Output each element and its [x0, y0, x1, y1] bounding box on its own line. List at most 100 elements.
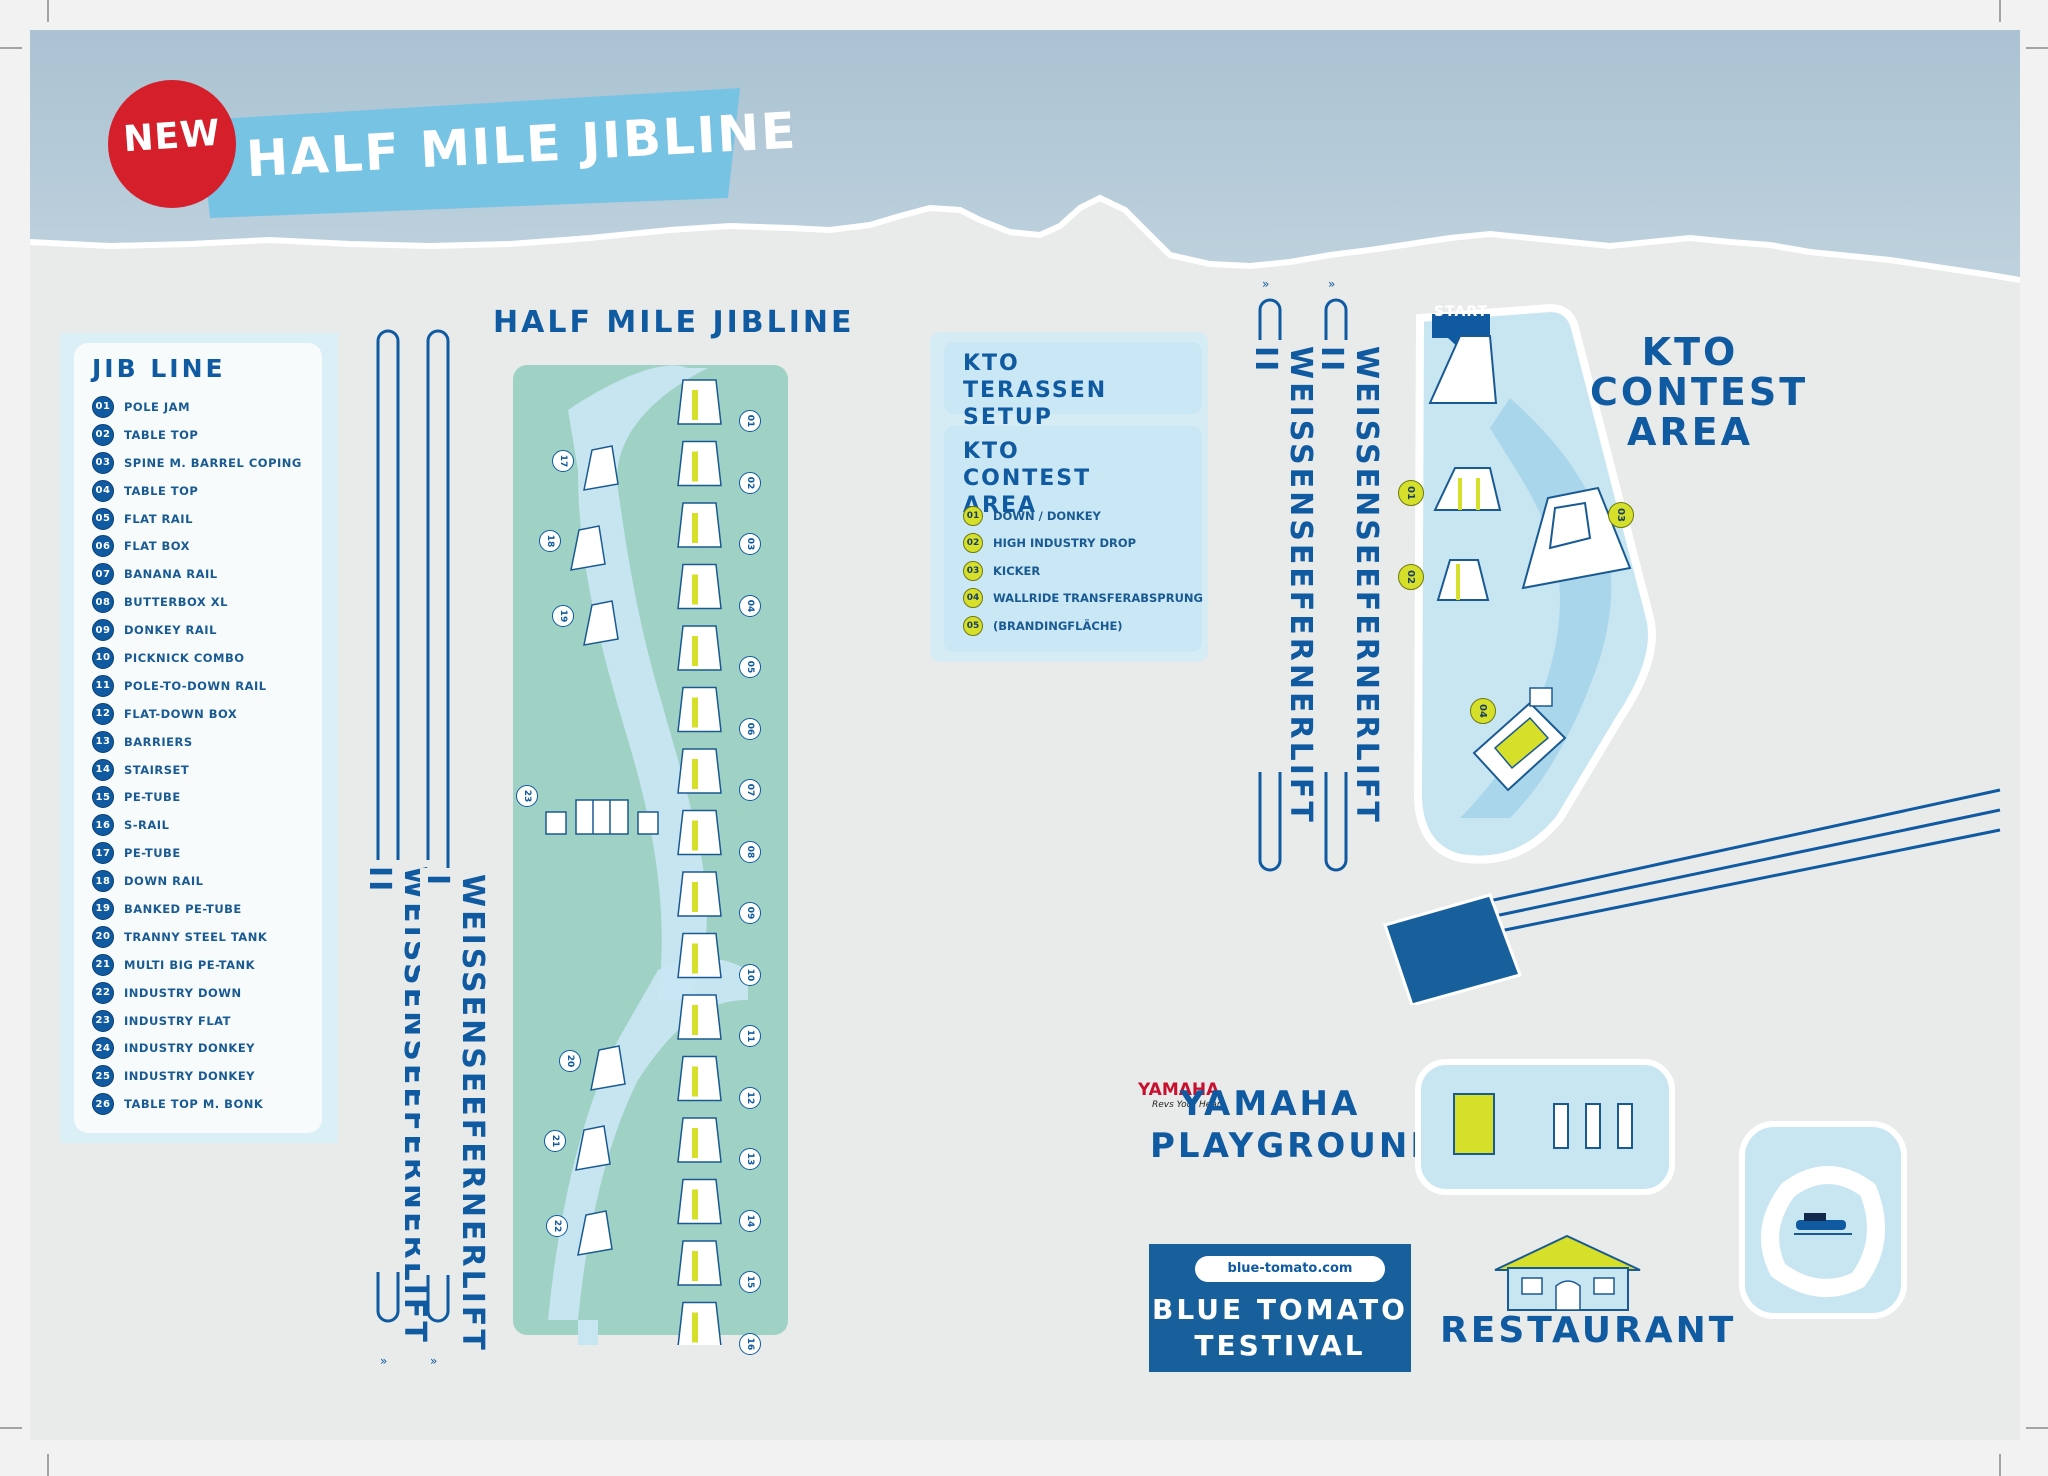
jib-feature-rail [692, 390, 698, 420]
jibline-item-label: POLE-TO-DOWN RAIL [124, 678, 267, 693]
jibline-number-badge: 06 [92, 535, 114, 558]
jibline-number-badge: 03 [92, 451, 114, 474]
jibline-course [513, 365, 788, 1345]
jib-feature [677, 379, 722, 425]
stage-feature [545, 799, 659, 835]
jibline-item-label: FLAT-DOWN BOX [124, 706, 238, 721]
jib-feature [570, 525, 606, 571]
jib-feature-rail [692, 1005, 698, 1035]
jib-feature-rail [692, 451, 698, 482]
lift-lines-left: » » [376, 329, 450, 1368]
jib-feature-rail [692, 820, 698, 851]
jibline-legend-item: 08 BUTTERBOX XL [92, 588, 302, 616]
jib-feature [583, 600, 619, 646]
kto-contest-item: 05(BRANDINGFLÄCHE) [963, 612, 1203, 640]
new-badge [108, 80, 236, 208]
jib-feature [677, 625, 722, 671]
jibline-legend-title: JIB LINE [92, 354, 226, 383]
blue-tomato-url: blue-tomato.com [1195, 1256, 1385, 1282]
kto-label-line3: AREA [1626, 410, 1754, 454]
jibline-item-label: DONKEY RAIL [124, 623, 217, 638]
banner-tape [200, 88, 740, 218]
kto-contest-area-label: KTO CONTEST AREA [1590, 332, 1809, 454]
lift-label-right-b: WEISSENSEEFERNERLIFT II [1314, 340, 1384, 825]
kto-item-label: HIGH INDUSTRY DROP [993, 536, 1137, 551]
jib-feature [677, 1240, 722, 1286]
jib-feature-rail [692, 1066, 698, 1097]
jib-feature-rail [692, 636, 698, 666]
kto-item-label: KICKER [993, 563, 1041, 578]
jibline-item-label: PICKNICK COMBO [124, 650, 245, 665]
kto-item-badge: 01 [963, 505, 983, 526]
jib-feature [677, 502, 722, 548]
kto-item-badge: 02 [963, 533, 983, 554]
jibline-number-badge: 25 [92, 1065, 114, 1088]
jib-feature [677, 1178, 722, 1225]
kto-item-label: (BRANDINGFLÄCHE) [993, 618, 1123, 633]
jibline-number-badge: 23 [92, 1009, 114, 1032]
jibline-number-badge: 22 [92, 981, 114, 1004]
jibline-item-label: INDUSTRY DONKEY [124, 1041, 256, 1056]
jibline-item-label: STAIRSET [124, 762, 190, 777]
jibline-item-label: BUTTERBOX XL [124, 595, 228, 610]
svg-text:»: » [1262, 277, 1269, 291]
jibline-legend-item: 22 INDUSTRY DOWN [92, 979, 302, 1007]
jibline-item-label: INDUSTRY DOWN [124, 985, 242, 1000]
kto-start-label: START [1433, 304, 1489, 320]
jib-feature [677, 1055, 722, 1102]
snowmobile-track [1739, 1121, 1907, 1319]
jibline-item-label: S-RAIL [124, 818, 170, 833]
jibline-legend-item: 15 PE-TUBE [92, 783, 302, 811]
jib-feature [677, 440, 722, 487]
jibline-number-badge: 20 [92, 925, 114, 948]
jib-feature-rail [692, 1251, 698, 1281]
kto-terassen-title: KTO TERASSEN SETUP [963, 351, 1108, 430]
jibline-number-badge: 01 [92, 395, 114, 418]
jibline-number-badge: 21 [92, 953, 114, 976]
jib-feature-rail [692, 943, 698, 974]
svg-text:»: » [1328, 277, 1335, 291]
jibline-item-label: TABLE TOP [124, 427, 199, 442]
jibline-number-badge: 14 [92, 758, 114, 781]
jibline-number-badge: 19 [92, 897, 114, 920]
kto-item-badge: 04 [963, 588, 983, 609]
jibline-legend-item: 12 FLAT-DOWN BOX [92, 700, 302, 728]
jibline-number-badge: 05 [92, 507, 114, 530]
jib-feature [575, 1125, 611, 1171]
kto-label-line2: CONTEST [1590, 370, 1809, 414]
jib-feature [677, 1301, 722, 1345]
jibline-number-badge: 24 [92, 1037, 114, 1060]
jibline-item-label: FLAT BOX [124, 539, 191, 554]
jib-feature-rail [692, 1189, 698, 1220]
jibline-item-label: TABLE TOP [124, 483, 199, 498]
jibline-item-label: FLAT RAIL [124, 511, 193, 526]
yamaha-logo: YAMAHA [1138, 1080, 1220, 1100]
jib-feature [677, 686, 722, 733]
jibline-item-label: PE-TUBE [124, 846, 181, 861]
yamaha-label-line1: YAMAHA [1179, 1084, 1361, 1124]
jibline-number-badge: 04 [92, 479, 114, 502]
kto-contest-item: 04 WALLRIDE TRANSFERABSPRUNG [963, 585, 1203, 613]
kto-item-label: WALLRIDE TRANSFERABSPRUNG [993, 591, 1203, 606]
jibline-item-label: PE-TUBE [124, 790, 181, 805]
jib-feature [583, 445, 619, 491]
blue-tomato-title: BLUE TOMATO TESTIVAL [1149, 1292, 1411, 1364]
jib-feature [677, 932, 722, 979]
restaurant-label: RESTAURANT [1440, 1310, 1737, 1351]
jibline-number-badge: 12 [92, 702, 114, 725]
kto-contest-title: KTO CONTEST AREA [963, 439, 1092, 518]
svg-text:»: » [380, 1354, 387, 1368]
jibline-number-badge: 15 [92, 786, 114, 809]
tomato-title-line2: TESTIVAL [1194, 1329, 1366, 1362]
jibline-number-badge: 08 [92, 591, 114, 614]
